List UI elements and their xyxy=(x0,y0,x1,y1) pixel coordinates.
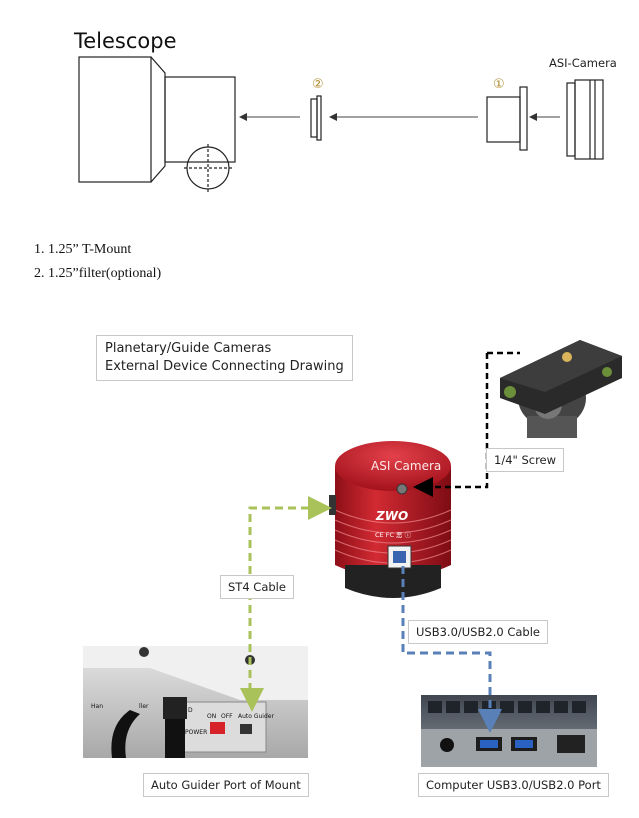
screw-arrow xyxy=(413,353,489,497)
laptop-photo xyxy=(421,695,597,767)
asi-camera-outline xyxy=(566,79,604,160)
st4-cable-label: ST4 Cable xyxy=(220,575,294,599)
mount-auto-guider-text: Auto Guider xyxy=(238,713,274,720)
st4-arrow xyxy=(248,496,332,704)
mount-on-text: ON xyxy=(207,713,216,720)
computer-port-label: Computer USB3.0/USB2.0 Port xyxy=(418,773,609,797)
mount-photo xyxy=(83,646,308,758)
mount-power-text: POWER xyxy=(185,729,207,736)
telescope-label: Telescope xyxy=(73,29,177,53)
cert-text: CE FC 恶 ⓘ xyxy=(375,531,412,539)
mount-port-label: Auto Guider Port of Mount xyxy=(143,773,309,797)
tripod-head-photo xyxy=(500,340,622,438)
diagram-title-line2: External Device Connecting Drawing xyxy=(105,359,344,374)
mount-hand-text: Han xyxy=(91,703,103,710)
marker-1: ① xyxy=(493,77,505,92)
diagram-title-line1: Planetary/Guide Cameras xyxy=(105,341,272,356)
filter-part xyxy=(310,95,322,141)
telescope-drawing xyxy=(78,56,236,192)
usb-cable-label: USB3.0/USB2.0 Cable xyxy=(408,620,548,644)
parts-list-item-1: 1. 1.25” T-Mount xyxy=(34,242,132,257)
t-mount-part xyxy=(486,86,528,151)
asi-camera-photo xyxy=(329,441,452,598)
mount-d-text: D xyxy=(188,707,193,714)
camera-label: ASI-Camera xyxy=(549,56,617,70)
brand-text: ZWO xyxy=(375,509,408,523)
parts-list-item-2: 2. 1.25”filter(optional) xyxy=(34,266,162,281)
mount-off-text: OFF xyxy=(221,713,233,720)
usb-arrow xyxy=(401,566,502,733)
marker-2: ② xyxy=(312,77,324,92)
camera-name-text: ASI Camera xyxy=(371,459,441,473)
mount-ctrl-text: ller xyxy=(139,703,149,710)
screw-label: 1/4" Screw xyxy=(486,448,565,472)
diagram-title-box: Planetary/Guide Cameras External Device … xyxy=(96,335,353,381)
